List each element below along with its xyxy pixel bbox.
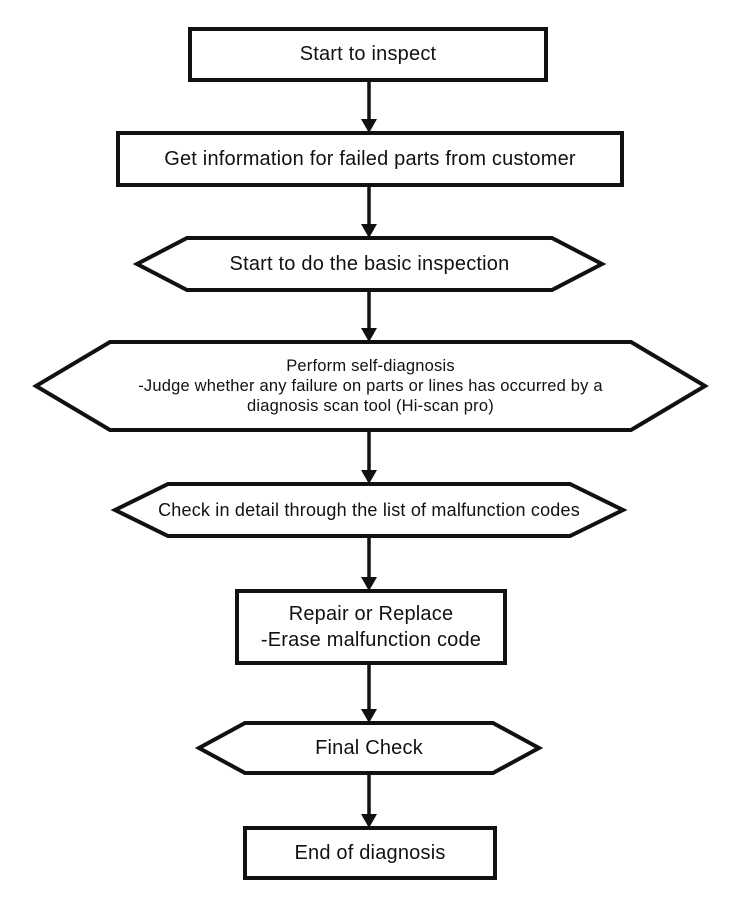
flow-arrow-7 [361, 773, 377, 828]
flow-arrow-4 [361, 430, 377, 484]
node-label-get-information: Get information for failed parts from cu… [164, 147, 576, 170]
flow-arrow-5 [361, 536, 377, 591]
rectangle-shape-repair-or-replace [235, 589, 507, 665]
flow-arrow-2 [361, 185, 377, 238]
hexagon-shape-basic-inspection [132, 236, 607, 292]
hexagon-shape-self-diagnosis [32, 340, 709, 432]
node-label-basic-inspection: Start to do the basic inspection [229, 252, 510, 275]
node-label-repair-or-replace: Repair or Replace -Erase malfunction cod… [260, 603, 482, 651]
hexagon-shape-final-check [194, 721, 544, 775]
hexagon-shape-check-malfunction-codes [110, 482, 628, 538]
node-label-start-to-inspect: Start to inspect [299, 43, 437, 65]
node-label-end-of-diagnosis: End of diagnosis [294, 841, 446, 864]
flow-arrow-1 [361, 80, 377, 133]
node-label-final-check: Final Check [315, 736, 423, 759]
node-label-self-diagnosis: Perform self-diagnosis -Judge whether an… [138, 357, 603, 415]
rectangle-shape-end-of-diagnosis [243, 826, 497, 880]
node-label-check-malfunction-codes: Check in detail through the list of malf… [158, 499, 580, 520]
flow-arrow-3 [361, 290, 377, 342]
flow-arrow-6 [361, 663, 377, 723]
